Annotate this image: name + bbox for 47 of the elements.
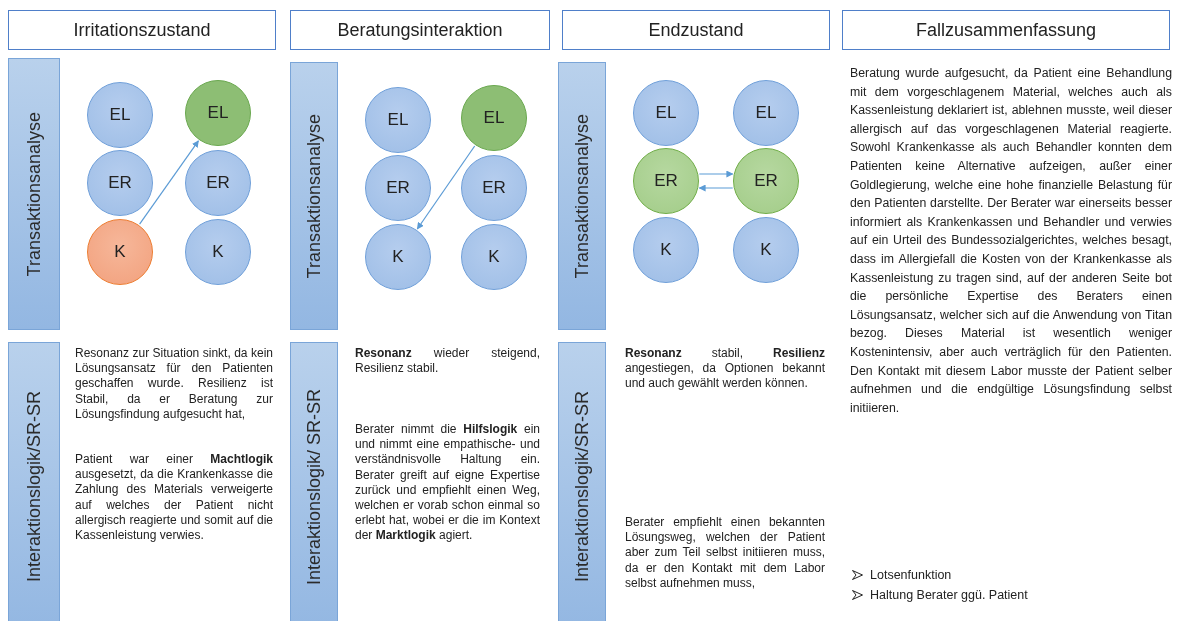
description-text: Resonanz stabil, Resilienz angestiegen, da Optionen bekannt und auch gewählt werden können. bbox=[625, 346, 825, 392]
bullet-text: Haltung Berater ggü. Patient bbox=[870, 588, 1028, 602]
circle-label: EL bbox=[207, 103, 229, 123]
arrow bbox=[416, 145, 476, 230]
circle-label: ER bbox=[206, 173, 230, 193]
circle-label: ER bbox=[108, 173, 132, 193]
side-bar bbox=[290, 62, 338, 330]
circle-label: EL bbox=[109, 105, 131, 125]
description-text: Resonanz wieder steigend, Resilienz stabil. bbox=[355, 346, 540, 377]
side-bar bbox=[558, 342, 606, 621]
bar-label: Transaktionsanalyse bbox=[23, 111, 45, 277]
bar-label: Interaktionslogik/ SR-SR bbox=[303, 388, 325, 586]
bar-label: Transaktionsanalyse bbox=[303, 113, 325, 279]
side-bar bbox=[290, 342, 338, 621]
summary-text: Beratung wurde aufgesucht, da Patient eine Behandlung mit dem vorgeschlagenem Material, welches auch als Kassenleistung deklariert ist, ablehnen musste, weil dieser allergisch auf das vorgeschlagenen Material reagierte. Sowohl Krankenkasse als auch Behandler konnten dem Patienten keine Alternative aufzeigen, außer einer Goldlegierung, welche eine hohe finanzielle Belastung für den Patienten darstellte. Der Berater war einerseits besser informiert als Krankenkassen und Behandler und verwies auf ein Urteil des Bundessozialgerichtes, welches besagt, dass im Allergiefall die Kosten von der Krankenkasse als Kassenleistung zu tragen sind, auf der anderen Seite bot die persönliche Expertise des Beraters einen Lösungsansatz, welcher sich auf die Anwendung von Titan bezog. Dieses Material ist wesentlich weniger Kostenintensiv, aber auch verträglich für den Patienten. Den Kontakt mit diesem Labor musste der Patient selber aufnehmen und die endgültige Lösungsfindung selbst initiieren. bbox=[850, 65, 1172, 417]
bullet-text: Lotsenfunktion bbox=[870, 568, 952, 582]
bar-label: Interaktionslogik/SR-SR bbox=[571, 391, 593, 583]
circle-label: EL bbox=[755, 103, 777, 123]
side-bar bbox=[8, 342, 60, 621]
description-text: Berater empfiehlt einen bekannten Lösungsweg, welchen der Patient aber zum Teil selbst initiieren muss, da er den Kontakt mit dem Labor selbst aufnehmen muss, bbox=[625, 515, 825, 591]
side-bar bbox=[8, 58, 60, 330]
description-text: Berater nimmt die Hilfslogik ein und nimmt eine empathische- und verständnisvolle Haltung ein. Berater greift auf eigne Expertise zurück und empfiehlt einen Weg, welchen er vorab schon einmal so erlebt hat, wobei er die im Kontext der Marktlogik agiert. bbox=[355, 422, 540, 544]
column-header: Beratungsinteraktion bbox=[290, 10, 550, 50]
bar-label: Interaktionslogik/SR-SR bbox=[23, 391, 45, 583]
description-text: Resonanz zur Situation sinkt, da kein Lösungsansatz für den Patienten geschaffen wurde. Resilienz ist Stabil, da er Beratung zur Lösungsfindung aufgesucht hat, bbox=[75, 346, 273, 422]
circle-label: K bbox=[212, 242, 224, 262]
circle-label: EL bbox=[655, 103, 677, 123]
circle-label: ER bbox=[482, 178, 506, 198]
column-header: Endzustand bbox=[562, 10, 830, 50]
circle-label: K bbox=[660, 240, 672, 260]
column-header: Fallzusammenfassung bbox=[842, 10, 1170, 50]
circle-label: K bbox=[114, 242, 126, 262]
circle-label: ER bbox=[386, 178, 410, 198]
side-bar bbox=[558, 62, 606, 330]
circle-label: K bbox=[760, 240, 772, 260]
arrow bbox=[698, 184, 734, 192]
circle-label: EL bbox=[387, 110, 409, 130]
column-header: Irritationszustand bbox=[8, 10, 276, 50]
circle-label: ER bbox=[654, 171, 678, 191]
description-text: Patient war einer Machtlogik ausgesetzt, da die Krankenkasse die Zahlung des Materials verweigerte auf welches der Patient nicht allergisch reagierte und somit auf die Kassenleistung verwies. bbox=[75, 452, 273, 544]
circle-label: ER bbox=[754, 171, 778, 191]
circle-label: K bbox=[392, 247, 404, 267]
arrow bbox=[139, 140, 199, 225]
circle-label: K bbox=[488, 247, 500, 267]
arrow bbox=[698, 170, 734, 178]
circle-label: EL bbox=[483, 108, 505, 128]
bar-label: Transaktionsanalyse bbox=[571, 113, 593, 279]
